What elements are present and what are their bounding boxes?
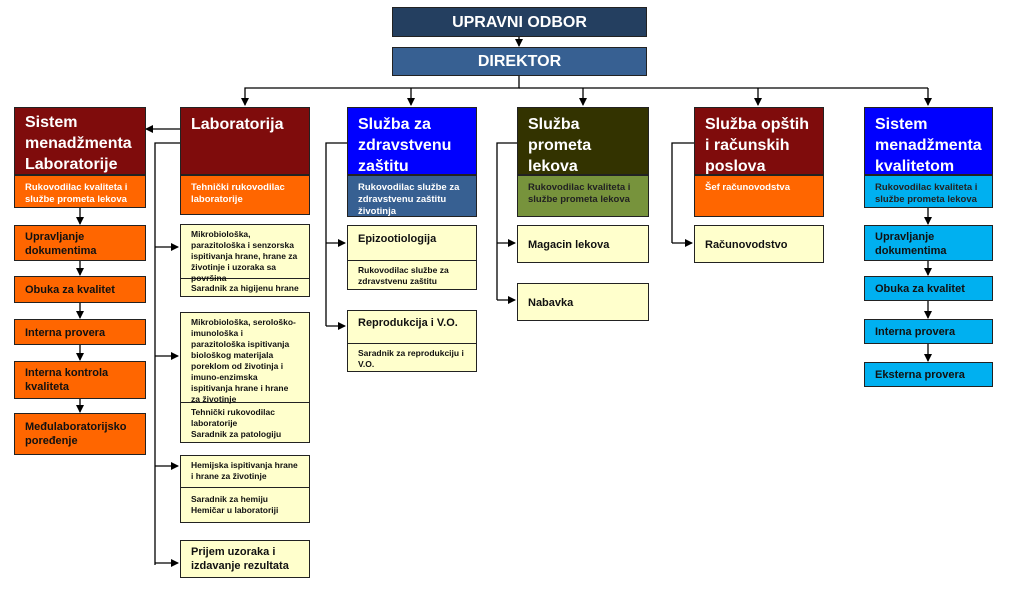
sml-item-4: Interna kontrola kvaliteta — [14, 361, 146, 399]
lab-unit-3-note: Saradnik za hemiju Hemičar u laboratorij… — [191, 494, 279, 515]
vet-unit-1-title: Epizootiologija — [348, 226, 476, 261]
board-box: UPRAVNI ODBOR — [392, 7, 647, 37]
smk-item-4: Eksterna provera — [864, 362, 993, 387]
sml-item-2: Obuka za kvalitet — [14, 276, 146, 303]
smk-item-1: Upravljanje dokumentima — [864, 225, 993, 261]
vet-unit-1: Epizootiologija Rukovodilac službe za zd… — [347, 225, 477, 290]
gen-item-1: Računovodstvo — [694, 225, 824, 263]
smk-item-2: Obuka za kvalitet — [864, 276, 993, 301]
gen-header: Služba opštih i računskih poslova — [694, 107, 824, 175]
lab-unit-2: Mikrobiološka, serološko-imunološka i pa… — [180, 312, 310, 443]
sml-item-1: Upravljanje dokumentima — [14, 225, 146, 261]
smk-item-3: Interna provera — [864, 319, 993, 344]
gen-sub: Šef računovodstva — [694, 175, 824, 217]
vet-sub: Rukovodilac službe za zdravstvenu zaštit… — [347, 175, 477, 217]
smk-header: Sistem menadžmenta kvalitetom — [864, 107, 993, 175]
vet-unit-2-title: Reprodukcija i V.O. — [348, 311, 476, 344]
drugs-sub: Rukovodilac kvaliteta i službe prometa l… — [517, 175, 649, 217]
sml-item-3: Interna provera — [14, 319, 146, 345]
vet-unit-1-note: Rukovodilac službe za zdravstvenu zaštit… — [358, 265, 449, 289]
vet-unit-2: Reprodukcija i V.O. Saradnik za reproduk… — [347, 310, 477, 372]
director-box: DIREKTOR — [392, 47, 647, 76]
lab-unit-1-note: Saradnik za higijenu hrane — [191, 283, 299, 293]
vet-header: Služba za zdravstvenu zaštitu životinja — [347, 107, 477, 175]
sml-header: Sistem menadžmenta Laboratorije — [14, 107, 146, 175]
lab-sub: Tehnički rukovodilac laboratorije — [180, 175, 310, 215]
drugs-header: Služba prometa lekova — [517, 107, 649, 175]
vet-unit-2-note: Saradnik za reprodukciju i V.O. — [358, 348, 464, 369]
smk-sub: Rukovodilac kvaliteta i službe prometa l… — [864, 175, 993, 208]
lab-unit-3: Hemijska ispitivanja hrane i hrane za ži… — [180, 455, 310, 523]
lab-unit-2-title: Mikrobiološka, serološko-imunološka i pa… — [181, 313, 309, 404]
lab-unit-3-title: Hemijska ispitivanja hrane i hrane za ži… — [181, 456, 309, 488]
lab-unit-1-title: Mikrobiološka, parazitološka i senzorska… — [181, 225, 309, 283]
lab-header: Laboratorija — [180, 107, 310, 175]
sml-sub: Rukovodilac kvaliteta i službe prometa l… — [14, 175, 146, 208]
lab-last: Prijem uzoraka i izdavanje rezultata — [180, 540, 310, 578]
drugs-item-1: Magacin lekova — [517, 225, 649, 263]
sml-item-5: Međulaboratorijsko poređenje — [14, 413, 146, 455]
lab-unit-1: Mikrobiološka, parazitološka i senzorska… — [180, 224, 310, 297]
drugs-item-2: Nabavka — [517, 283, 649, 321]
lab-unit-2-note: Tehnički rukovodilac laboratorije Saradn… — [191, 407, 282, 439]
